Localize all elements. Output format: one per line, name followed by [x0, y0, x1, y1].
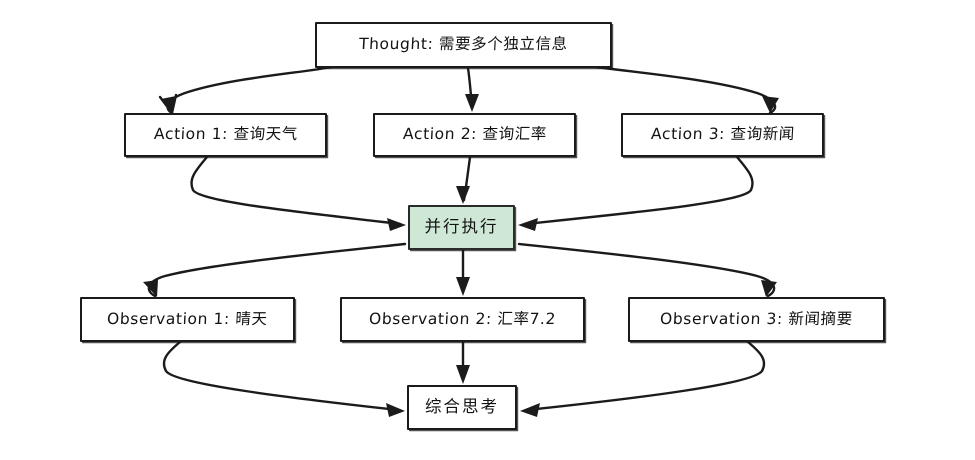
edge-action-1-to-parallel	[190, 155, 406, 231]
edge-action-2-to-parallel	[456, 155, 472, 204]
node-observation-3-label: Observation 3: 新闻摘要	[659, 309, 854, 328]
edge-observation-1-to-summary	[162, 340, 405, 417]
node-action-2[interactable]: Action 2: 查询汇率	[373, 113, 576, 157]
node-action-1-label: Action 1: 查询天气	[153, 125, 298, 144]
edge-thought-to-action-1	[158, 65, 334, 115]
node-observation-2-label: Observation 2: 汇率7.2	[368, 309, 557, 328]
edge-parallel-to-observation-3	[517, 242, 777, 298]
node-parallel-exec[interactable]: 并行执行	[408, 205, 515, 250]
edge-observation-3-to-summary	[520, 340, 766, 417]
node-action-3-label: Action 3: 查询新闻	[650, 125, 795, 144]
edge-thought-to-action-3	[594, 65, 779, 115]
node-summary[interactable]: 综合思考	[407, 385, 517, 430]
edge-observation-2-to-summary	[456, 340, 470, 384]
edge-thought-to-action-2	[465, 66, 479, 112]
node-observation-1-label: Observation 1: 晴天	[106, 309, 269, 328]
node-action-3[interactable]: Action 3: 查询新闻	[621, 113, 824, 157]
edge-parallel-to-observation-1	[143, 242, 407, 298]
node-observation-2[interactable]: Observation 2: 汇率7.2	[340, 297, 585, 342]
node-action-1[interactable]: Action 1: 查询天气	[124, 113, 327, 157]
node-summary-label: 综合思考	[425, 397, 499, 417]
node-thought[interactable]: Thought: 需要多个独立信息	[315, 22, 612, 68]
node-parallel-exec-label: 并行执行	[424, 217, 499, 237]
node-action-2-label: Action 2: 查询汇率	[402, 125, 547, 144]
node-observation-1[interactable]: Observation 1: 晴天	[80, 297, 295, 342]
edge-action-3-to-parallel	[518, 155, 754, 231]
node-thought-label: Thought: 需要多个独立信息	[358, 35, 569, 54]
node-observation-3[interactable]: Observation 3: 新闻摘要	[628, 297, 885, 342]
edge-parallel-to-observation-2	[456, 248, 470, 296]
